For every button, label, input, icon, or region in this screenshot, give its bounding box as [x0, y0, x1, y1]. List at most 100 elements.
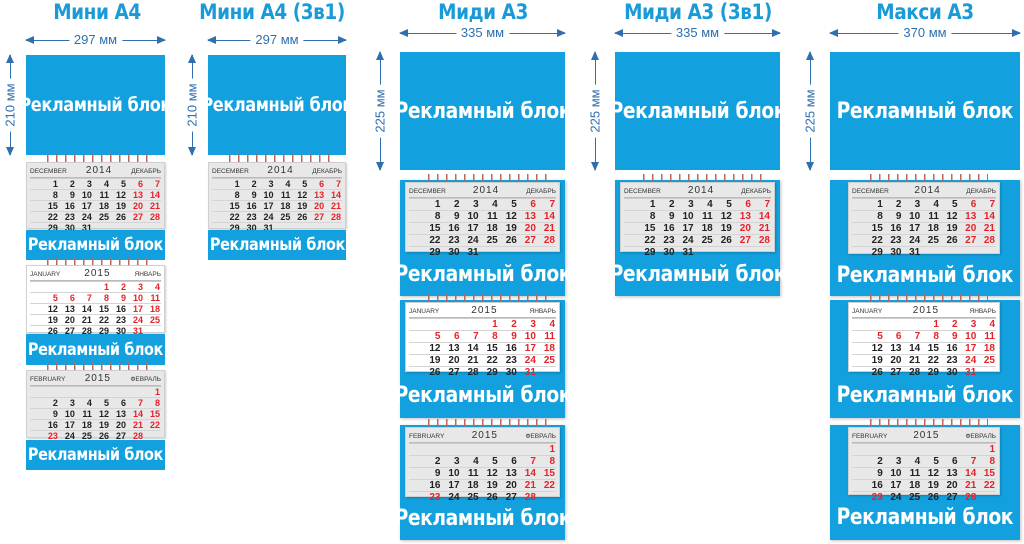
calendar-day: 3 [268, 179, 274, 189]
calendar-day: 27 [739, 235, 751, 246]
height-dimension-arrow: 210 мм [184, 54, 200, 156]
ad-block: Рекламный блок [830, 374, 1020, 416]
calendar-day: 18 [701, 223, 713, 234]
calendar-day: 21 [132, 420, 143, 430]
calendar-day: 17 [965, 343, 977, 354]
calendar-day: 31 [965, 367, 977, 378]
calendar-day: 27 [314, 212, 325, 222]
calendar-day: 9 [120, 293, 126, 303]
month-name-en: JANUARY [30, 271, 61, 278]
calendar-day: 9 [511, 331, 517, 342]
ad-block: Рекламный блок [830, 256, 1020, 294]
calendar-day: 4 [549, 319, 555, 330]
calendar-day: 20 [314, 201, 325, 211]
spiral-binding [866, 174, 988, 183]
calendar-day: 24 [467, 235, 479, 246]
month-name-ru: ФЕВРАЛЬ [965, 433, 996, 440]
calendar-day: 17 [263, 201, 274, 211]
ad-block: Рекламный блок [26, 334, 165, 365]
weekday-row [30, 178, 161, 179]
width-label: 297 мм [250, 32, 304, 47]
spiral-binding [42, 154, 154, 163]
calendar-year: 2015 [913, 430, 940, 441]
calendar-day: 26 [297, 212, 308, 222]
calendar-day: 18 [280, 201, 291, 211]
calendar-day: 3 [473, 199, 479, 210]
calendar-day: 21 [965, 480, 977, 491]
width-dimension-arrow: 297 мм [207, 32, 347, 47]
calendar-day: 16 [946, 343, 958, 354]
calendar-day: 27 [890, 367, 902, 378]
calendar-year: 2014 [85, 165, 113, 176]
calendar-day: 13 [115, 409, 126, 419]
calendar-day: 20 [890, 355, 902, 366]
month-name-en: JANUARY [852, 308, 883, 315]
calendar-day: 13 [524, 211, 536, 222]
calendar-day: 6 [530, 199, 536, 210]
calendar-day: 1 [52, 179, 58, 189]
calendar-day: 8 [649, 211, 656, 222]
calendar-day: 15 [429, 223, 441, 234]
calendar-day: 29 [47, 223, 58, 233]
calendar-day: 9 [434, 468, 441, 479]
spiral-binding [224, 154, 335, 163]
calendar-day: 28 [909, 367, 921, 378]
calendar-day: 6 [745, 199, 751, 210]
calendar-day: 13 [505, 468, 517, 479]
month-name-en: DECEMBER [212, 168, 249, 175]
calendar-day: 13 [64, 304, 75, 314]
calendar-day: 4 [285, 179, 291, 189]
calendar-day: 23 [115, 315, 126, 325]
calendar-day: 19 [115, 201, 126, 211]
ad-block-text: Рекламный блок [836, 98, 1014, 124]
calendar-day: 6 [120, 398, 126, 408]
calendar-day: 30 [115, 326, 126, 336]
calendar-day: 2 [52, 398, 58, 408]
calendar-day: 10 [890, 468, 902, 479]
calendar-day: 19 [720, 223, 732, 234]
calendar-day: 7 [154, 179, 160, 189]
calendar-day: 23 [946, 355, 958, 366]
weekday-row [852, 443, 996, 444]
ad-block-text: Рекламный блок [27, 445, 164, 465]
calendar-day: 28 [983, 235, 995, 246]
calendar-day: 9 [895, 211, 902, 222]
calendar-day: 25 [467, 492, 479, 503]
calendar-day: 17 [682, 223, 694, 234]
month-name-ru: ДЕКАБРЬ [312, 168, 342, 175]
calendar-day: 9 [453, 211, 460, 222]
ad-block: Рекламный блок [26, 440, 165, 470]
calendar-day: 21 [81, 315, 92, 325]
month-name-en: FEBRUARY [409, 433, 445, 440]
ad-block: Рекламный блок [609, 52, 786, 170]
calendar-day: 1 [154, 387, 160, 397]
calendar-day: 12 [297, 190, 308, 200]
month-name-ru: ДЕКАБРЬ [526, 188, 556, 195]
calendar-day: 14 [149, 190, 160, 200]
calendar-day: 10 [263, 190, 274, 200]
calendar-day: 2 [69, 179, 75, 189]
calendar-day: 21 [467, 355, 479, 366]
calendar-day: 19 [505, 223, 517, 234]
calendar-day: 18 [543, 343, 555, 354]
calendar-day: 2 [668, 199, 675, 210]
spiral-binding [423, 294, 548, 303]
calendar-day: 22 [644, 235, 656, 246]
